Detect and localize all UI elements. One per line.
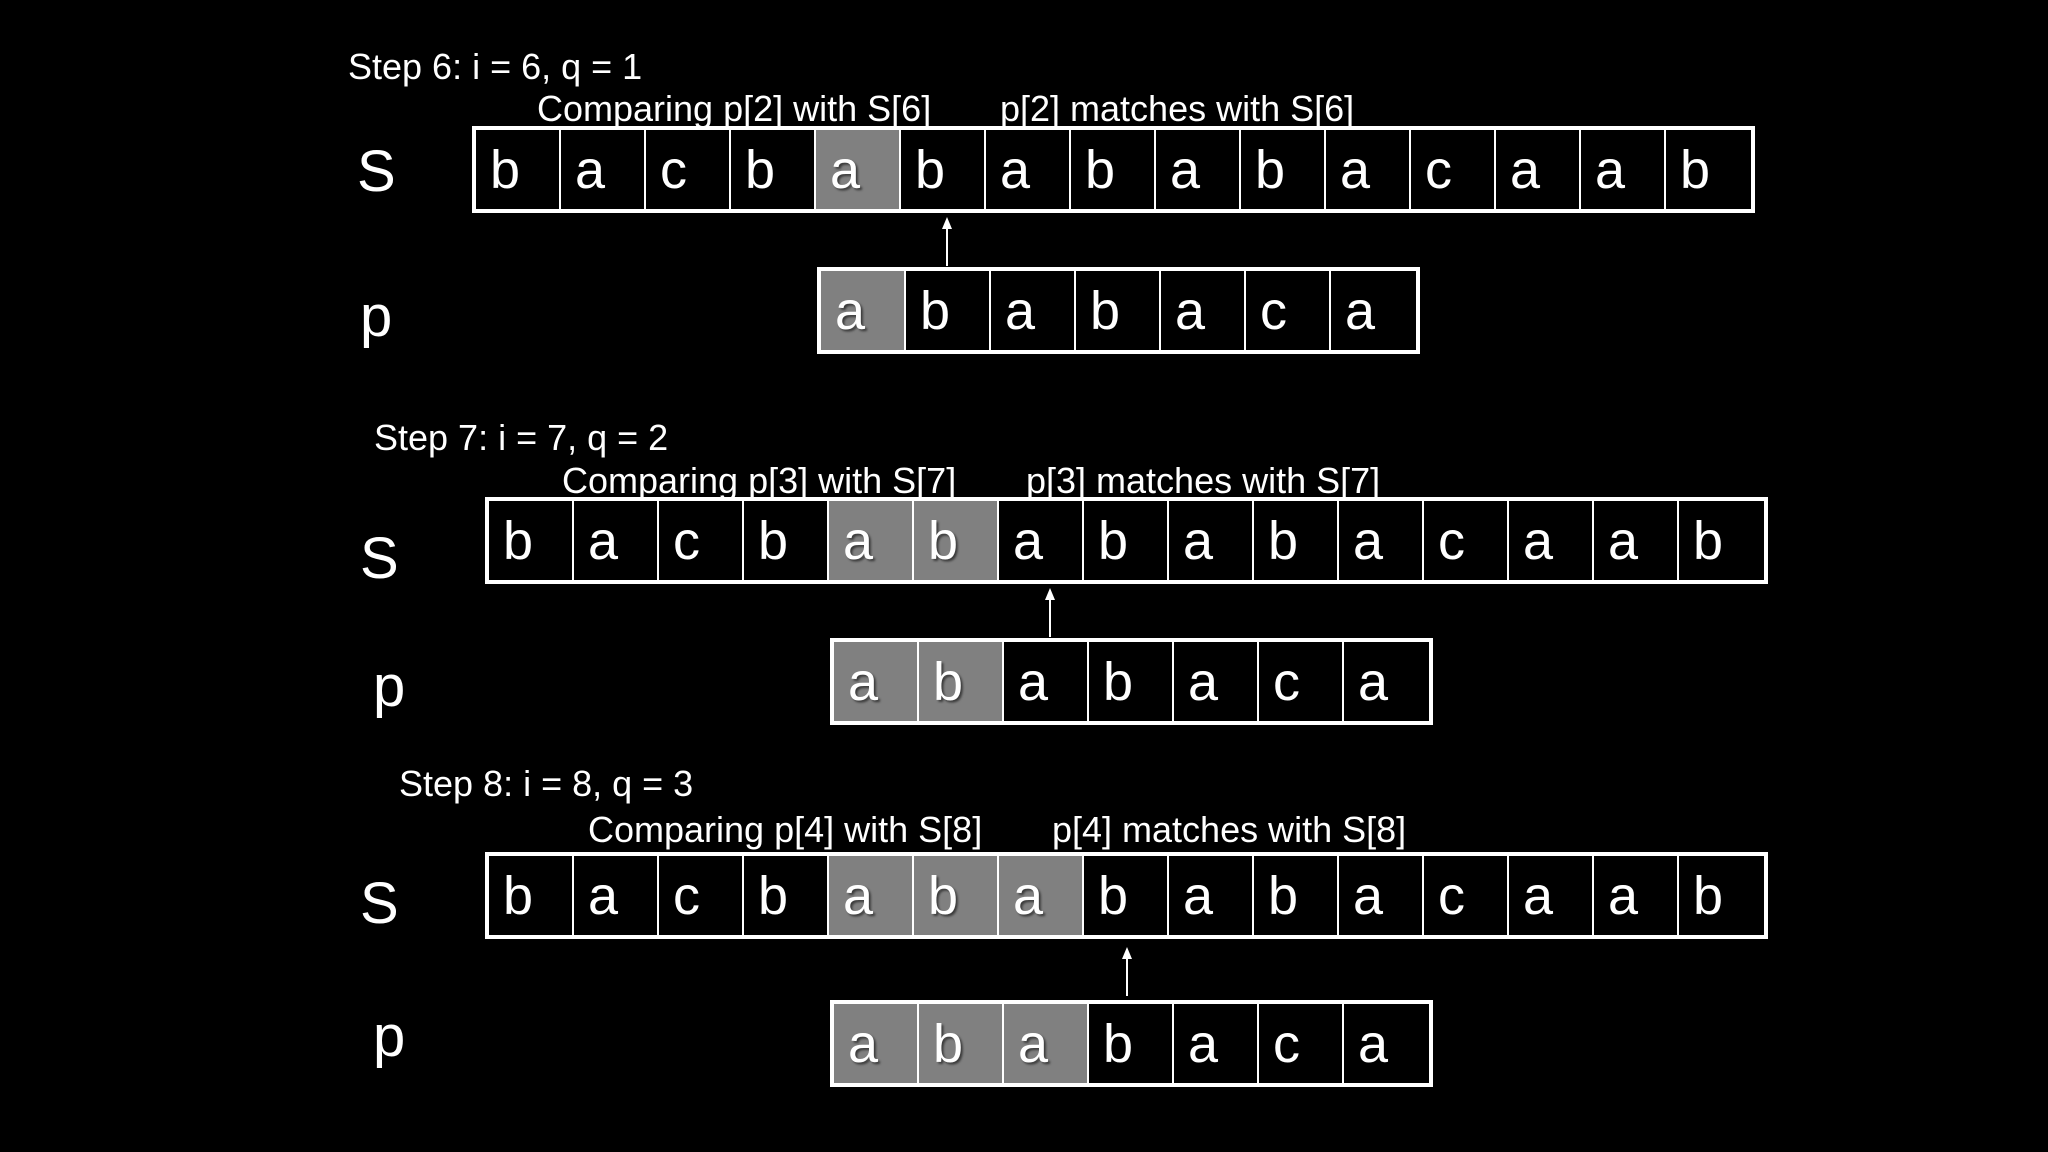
s-cell-9: a [1156,130,1241,209]
step-6-match-text: p[2] matches with S[6] [1000,88,1355,129]
s-cell-1: b [489,501,574,580]
p-cell-6: c [1259,642,1344,721]
s-cell-1: b [489,856,574,935]
s-cell-4: b [744,501,829,580]
s-cell-3: c [659,501,744,580]
step-8-comparing-text: Comparing p[4] with S[8] [588,809,983,850]
s-cell-4: b [731,130,816,209]
step-7-title: Step 7: i = 7, q = 2 [374,417,669,458]
s-cell-3: c [659,856,744,935]
s-cell-7: a [999,501,1084,580]
step-6-comparing-text: Comparing p[2] with S[6] [537,88,932,129]
s-cell-14: a [1594,501,1679,580]
p-cell-4: b [1076,271,1161,350]
p-cell-6: c [1246,271,1331,350]
s-cell-15: b [1693,865,1724,926]
p-cell-1: a [834,1004,919,1083]
p-cell-6: c [1259,1004,1344,1083]
s-cell-13: a [1509,501,1594,580]
step-8-p-label: p [373,1004,406,1069]
step-7-s-label: S [360,526,399,591]
step-8-match-text: p[4] matches with S[8] [1052,809,1407,850]
s-cell-7: a [999,856,1084,935]
p-cell-7: a [1358,651,1389,712]
step-8-title: Step 8: i = 8, q = 3 [399,763,694,804]
s-cell-10: b [1254,856,1339,935]
step-6: Step 6: i = 6, q = 1 Comparing p[2] with… [0,0,2048,380]
step-7-p-label: p [373,654,406,719]
s-cell-6: b [914,501,999,580]
s-cell-13: a [1496,130,1581,209]
s-cell-5: a [829,501,914,580]
step-6-s-label: S [357,139,396,204]
s-cell-2: a [574,856,659,935]
s-cell-14: a [1581,130,1666,209]
p-cell-3: a [1004,1004,1089,1083]
p-cell-7: a [1358,1013,1389,1074]
s-cell-15: b [1693,510,1724,571]
p-cell-2: b [919,1004,1004,1083]
p-cell-2: b [919,642,1004,721]
step-8: Step 8: i = 8, q = 3 Comparing p[4] with… [0,0,2048,1087]
s-cell-10: b [1254,501,1339,580]
p-cell-5: a [1174,1004,1259,1083]
s-cell-1: b [476,130,561,209]
p-cell-4: b [1089,642,1174,721]
s-cell-10: b [1241,130,1326,209]
step-6-p-label: p [360,284,393,349]
step-6-title: Step 6: i = 6, q = 1 [348,46,643,87]
step-8-s-label: S [360,871,399,936]
p-cell-3: a [991,271,1076,350]
s-cell-2: a [574,501,659,580]
s-cell-9: a [1169,856,1254,935]
s-cell-6: b [914,856,999,935]
step-7: Step 7: i = 7, q = 2 Comparing p[3] with… [0,0,2048,725]
step-8-arrow [1122,947,1132,996]
p-cell-5: a [1161,271,1246,350]
p-cell-1: a [834,642,919,721]
s-cell-15: b [1680,139,1711,200]
s-cell-6: b [901,130,986,209]
s-cell-4: b [744,856,829,935]
p-cell-3: a [1004,642,1089,721]
s-cell-8: b [1084,856,1169,935]
s-cell-2: a [561,130,646,209]
step-6-arrow [942,217,952,266]
s-cell-13: a [1509,856,1594,935]
p-cell-1: a [821,271,906,350]
s-cell-12: c [1424,501,1509,580]
p-cell-5: a [1174,642,1259,721]
s-cell-8: b [1071,130,1156,209]
p-cell-2: b [906,271,991,350]
s-cell-12: c [1424,856,1509,935]
s-cell-9: a [1169,501,1254,580]
s-cell-11: a [1339,501,1424,580]
step-7-match-text: p[3] matches with S[7] [1026,460,1381,501]
s-cell-11: a [1339,856,1424,935]
p-cell-7: a [1345,280,1376,341]
p-cell-4: b [1089,1004,1174,1083]
s-cell-5: a [829,856,914,935]
s-cell-11: a [1326,130,1411,209]
s-cell-12: c [1411,130,1496,209]
s-cell-5: a [816,130,901,209]
s-cell-14: a [1594,856,1679,935]
s-cell-7: a [986,130,1071,209]
step-7-arrow [1045,588,1055,637]
s-cell-8: b [1084,501,1169,580]
step-7-comparing-text: Comparing p[3] with S[7] [562,460,957,501]
s-cell-3: c [646,130,731,209]
